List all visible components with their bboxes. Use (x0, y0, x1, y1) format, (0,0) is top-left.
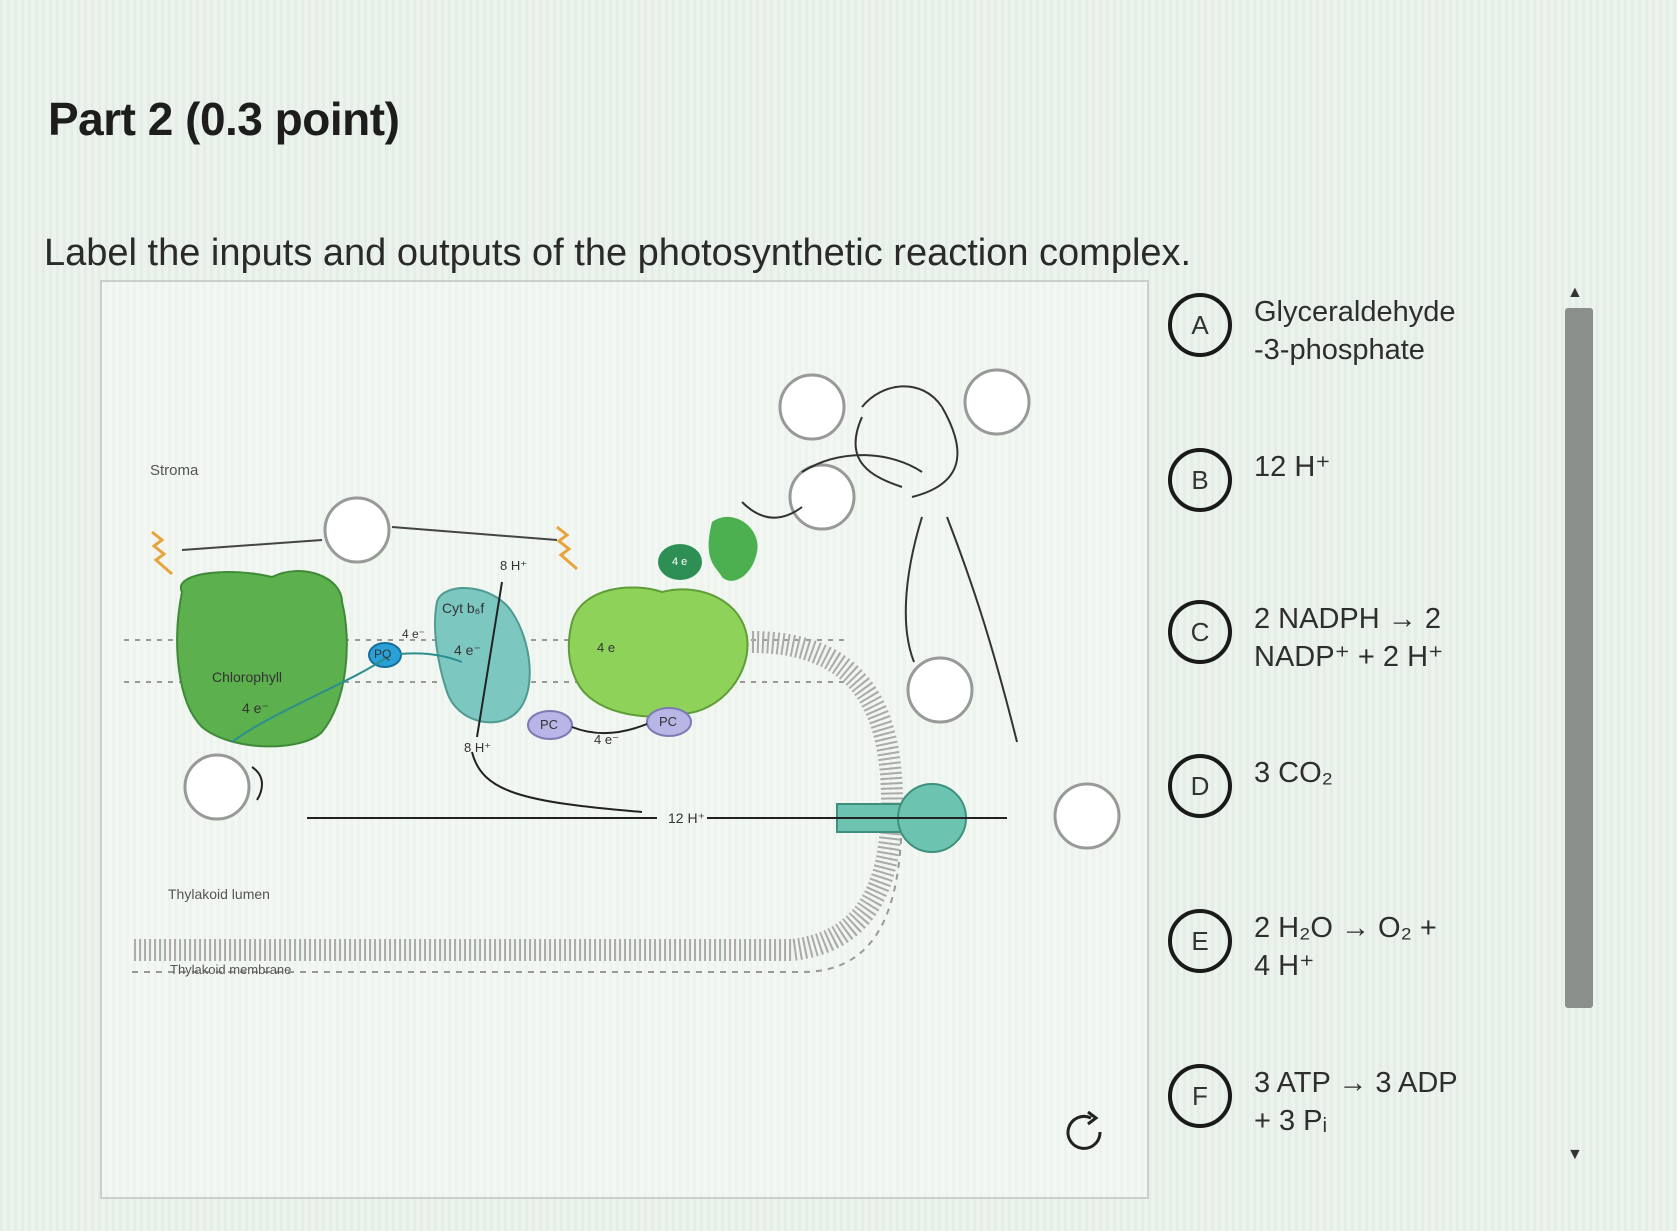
option-c-text: 2 NADPH → 2 NADP⁺ + 2 H⁺ (1254, 603, 1444, 673)
pq-electrons-label: 4 e⁻ (402, 627, 426, 641)
fd-electrons-label: 4 e (672, 556, 688, 568)
part-title: Part 2 (0.3 point) (48, 93, 400, 145)
reset-button[interactable] (1055, 1103, 1113, 1161)
cycle-arrow-6 (904, 516, 923, 663)
option-e-text: 2 H₂O → O₂ + 4 H⁺ (1254, 912, 1437, 982)
option-c-letter: C (1168, 600, 1232, 664)
stroma-label: Stroma (150, 462, 199, 479)
plastocyanin-left (527, 710, 573, 740)
option-f-text: 3 ATP → 3 ADP + 3 Pᵢ (1254, 1067, 1458, 1137)
option-f[interactable]: F 3 ATP → 3 ADP + 3 Pᵢ (1168, 1064, 1469, 1140)
proton-arrow-lumen (471, 751, 643, 813)
question-text: Label the inputs and outputs of the phot… (44, 232, 1192, 274)
option-a-letter: A (1168, 293, 1232, 357)
photosystem-1 (567, 586, 749, 718)
synthase-protons-label: 12 H⁺ (668, 810, 705, 826)
option-b-text: 12 H⁺ (1254, 451, 1331, 483)
electron-path-1 (231, 656, 388, 743)
option-c[interactable]: C 2 NADPH → 2 NADP⁺ + 2 H⁺ (1168, 600, 1469, 676)
thylakoid-membrane-curve (132, 631, 904, 961)
top-line-right (391, 526, 558, 541)
plastocyanin-right (646, 707, 692, 737)
drop-target-4[interactable] (788, 463, 856, 531)
scroll-down-arrow[interactable]: ▼ (1567, 1146, 1583, 1163)
option-b-letter: B (1168, 448, 1232, 512)
pc-electrons-label: 4 e⁻ (594, 732, 619, 747)
electron-path-pc (571, 723, 648, 735)
fnr-reductase (708, 516, 758, 581)
drop-target-7[interactable] (1053, 782, 1121, 850)
light-wave-1 (151, 530, 173, 576)
protons-bottom-label: 8 H⁺ (464, 740, 492, 755)
photosystem-2 (176, 570, 348, 748)
drop-target-5[interactable] (963, 368, 1031, 436)
drop-target-3[interactable] (778, 373, 846, 441)
option-d-letter: D (1168, 754, 1232, 818)
scroll-up-arrow[interactable]: ▲ (1567, 284, 1583, 301)
drop-target-1[interactable] (323, 496, 391, 564)
membrane-lower-edge (132, 801, 903, 973)
cycle-arrow-1 (861, 385, 943, 408)
cycle-arrow-4 (801, 454, 923, 473)
chlorophyll-label: Chlorophyll (212, 669, 283, 685)
proton-arrow-cyt (476, 581, 503, 738)
pq-label: PQ (374, 647, 392, 661)
cycle-arrow-7 (741, 501, 803, 519)
option-d[interactable]: D 3 CO₂ (1168, 754, 1469, 818)
electron-path-2 (399, 652, 463, 663)
option-f-letter: F (1168, 1064, 1232, 1128)
top-line-left (181, 539, 323, 551)
cytochrome-b6f (434, 587, 531, 724)
reset-icon (1066, 1110, 1102, 1150)
cycle-arrow-5 (946, 516, 1018, 743)
pc-right-label: PC (659, 714, 678, 729)
ps1-electrons-label: 4 e (597, 640, 616, 655)
protons-top-label: 8 H⁺ (500, 558, 528, 573)
membrane-label: Thylakoid membrane (170, 962, 292, 977)
water-split-arrow (251, 766, 263, 801)
diagram-area: Stroma Chlorophyll 4 e⁻ PQ 4 e⁻ Cyt b₆f … (100, 280, 1149, 1199)
option-a-text: Glyceraldehyde -3-phosphate (1254, 296, 1456, 366)
plastoquinone (368, 642, 402, 668)
drop-target-6[interactable] (906, 656, 974, 724)
ps2-electrons-label: 4 e⁻ (242, 700, 269, 716)
option-e-letter: E (1168, 909, 1232, 973)
cycle-arrow-3 (854, 416, 903, 488)
scrollbar-thumb[interactable] (1565, 308, 1593, 1008)
lumen-label: Thylakoid lumen (168, 886, 270, 902)
drop-target-2[interactable] (183, 753, 251, 821)
ferredoxin (658, 544, 702, 580)
option-a[interactable]: A Glyceraldehyde -3-phosphate (1168, 293, 1469, 369)
pc-left-label: PC (540, 717, 559, 732)
cyt-electrons-label: 4 e⁻ (454, 642, 481, 658)
cyt-label: Cyt b₆f (442, 600, 485, 616)
option-b[interactable]: B 12 H⁺ (1168, 448, 1469, 512)
option-e[interactable]: E 2 H₂O → O₂ + 4 H⁺ (1168, 909, 1469, 985)
option-d-text: 3 CO₂ (1254, 757, 1333, 789)
cycle-arrow-2 (911, 406, 959, 498)
photosynthesis-diagram (124, 368, 1121, 973)
light-wave-2 (556, 525, 578, 571)
